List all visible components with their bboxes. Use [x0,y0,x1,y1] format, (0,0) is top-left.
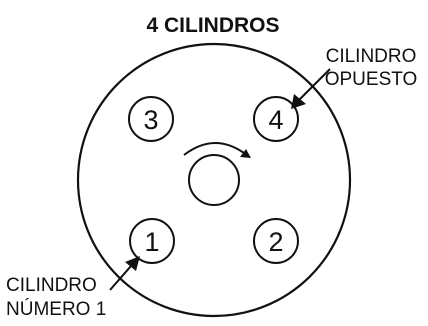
cylinder-2-number: 2 [268,227,283,257]
cylinder-3: 3 [128,96,174,142]
callout-number-one: CILINDRO NÚMERO 1 [6,275,106,320]
cylinder-4: 4 [253,96,299,142]
callout-opposite-cylinder: CILINDRO OPUESTO [325,46,418,90]
callout-opposite-line2: OPUESTO [325,69,418,90]
callout-number-one-line1: CILINDRO [6,275,97,296]
callout-number-one-arrow-icon [109,256,140,291]
cylinder-3-number: 3 [143,105,158,135]
cylinder-1-number: 1 [144,227,159,257]
callout-opposite-arrow-icon [291,68,331,109]
callout-number-one-line2: NÚMERO 1 [6,298,106,320]
center-hub [188,154,240,206]
callout-opposite-line1: CILINDRO [326,46,417,67]
diagram-title: 4 CILINDROS [146,14,279,37]
cylinder-1: 1 [129,218,175,264]
cylinder-4-number: 4 [268,105,283,135]
housing-circle [76,42,352,318]
cylinder-2: 2 [253,218,299,264]
rotation-arrow-icon [183,142,251,158]
